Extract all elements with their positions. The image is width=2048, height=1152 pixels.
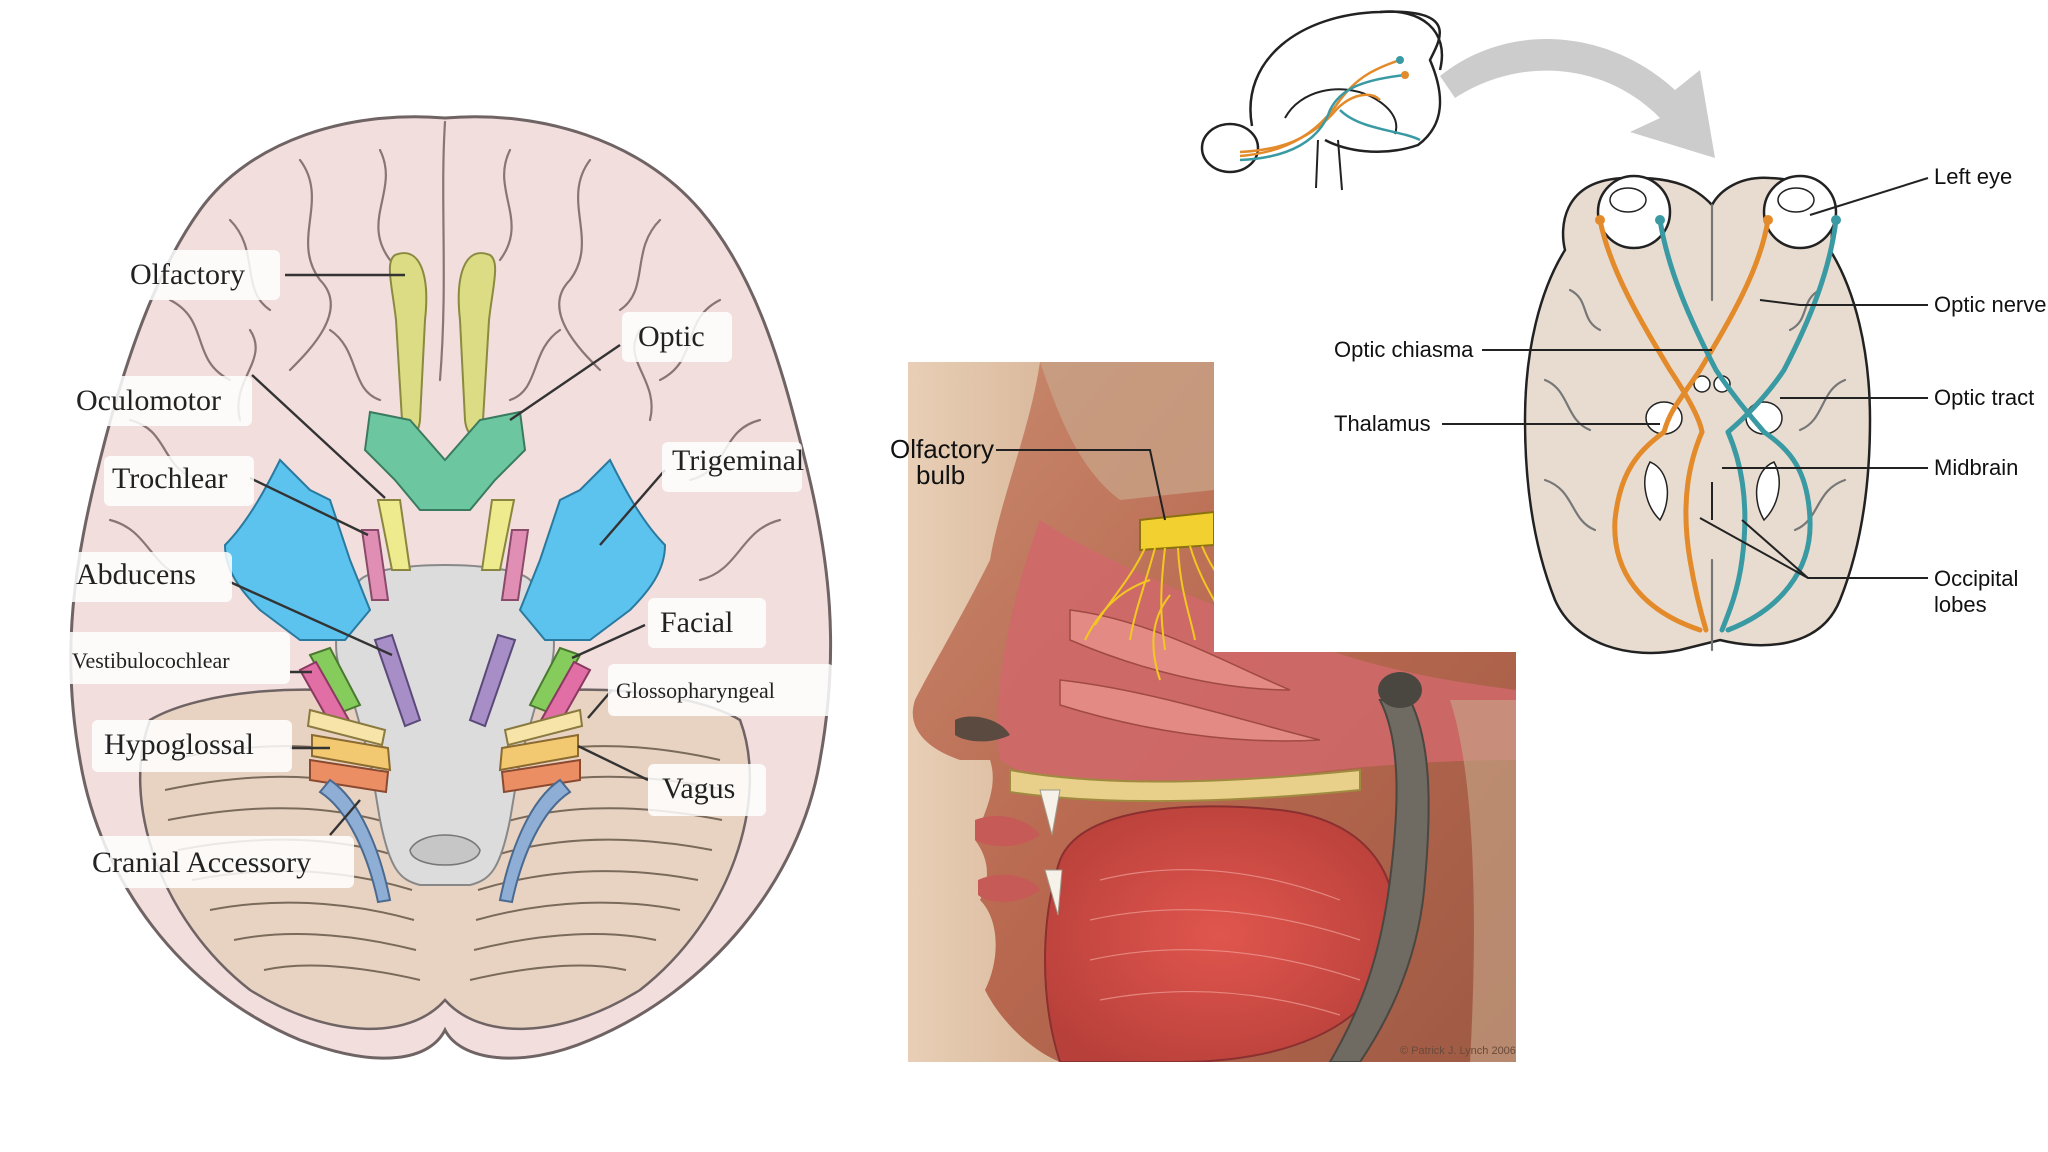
label-left-eye: Left eye (1934, 164, 2012, 189)
abducens-left (373, 633, 422, 728)
label-trochlear: Trochlear (112, 462, 228, 495)
orange-visual-pathway (1597, 217, 1771, 633)
label-glossopharyngeal: Glossopharyngeal (616, 678, 775, 703)
label-hypoglossal: Hypoglossal (104, 728, 254, 761)
accessory-left (318, 778, 392, 904)
right-eye-left-side (1762, 174, 1838, 250)
nasal-cavity-illustration (908, 362, 1516, 1062)
label-midbrain: Midbrain (1934, 455, 2018, 480)
svg-text:Olfactory bulb: Olfactory bulb (890, 434, 1001, 490)
hypoglossal-right (500, 758, 581, 794)
oculomotor-left (376, 499, 412, 571)
left-eye-right-side (1596, 174, 1672, 250)
label-trigeminal: Trigeminal (672, 444, 804, 477)
trigeminal-right (518, 458, 667, 641)
trochlear-right (500, 529, 530, 601)
label-optic-chiasma: Optic chiasma (1334, 337, 1474, 362)
label-thalamus: Thalamus (1334, 411, 1431, 436)
label-optic-nerve: Optic nerve (1934, 292, 2047, 317)
label-olfactory: Olfactory (130, 258, 245, 291)
illustration-credit: © Patrick J. Lynch 2006 (1400, 1045, 1516, 1057)
abducens-right (468, 633, 517, 728)
label-vagus: Vagus (662, 772, 735, 805)
label-vestibulocochlear: Vestibulocochlear (72, 648, 230, 673)
glossopharyngeal-left (306, 708, 387, 747)
trochlear-left (360, 529, 390, 601)
label-facial: Facial (660, 606, 733, 639)
label-occipital-lobes: Occipital lobes (1934, 566, 2024, 617)
label-oculomotor: Oculomotor (76, 384, 221, 417)
label-abducens: Abducens (76, 558, 196, 591)
label-optic-tract: Optic tract (1934, 385, 2034, 410)
curved-arrow (1440, 39, 1715, 158)
vagus-right (498, 733, 579, 772)
label-cranial-accessory: Cranial Accessory (92, 846, 311, 879)
teal-visual-pathway (1657, 217, 1839, 633)
accessory-right (498, 778, 572, 904)
optic-chiasm (363, 410, 527, 511)
sagittal-brain-icon (1200, 10, 1470, 191)
oculomotor-right (480, 499, 516, 571)
glossopharyngeal-right (503, 708, 584, 747)
hypoglossal-left (309, 758, 390, 794)
label-optic: Optic (638, 320, 705, 353)
cranial-nerves-diagram: Olfactory Optic Oculomotor Trochlear Tri… (62, 115, 834, 1060)
olfactory-bulb (1139, 510, 1215, 552)
visual-pathway-diagram: Left eye Optic nerve Optic chiasma Optic… (1200, 10, 2047, 655)
label-olfactory-bulb: Olfactory bulb (890, 434, 1001, 490)
